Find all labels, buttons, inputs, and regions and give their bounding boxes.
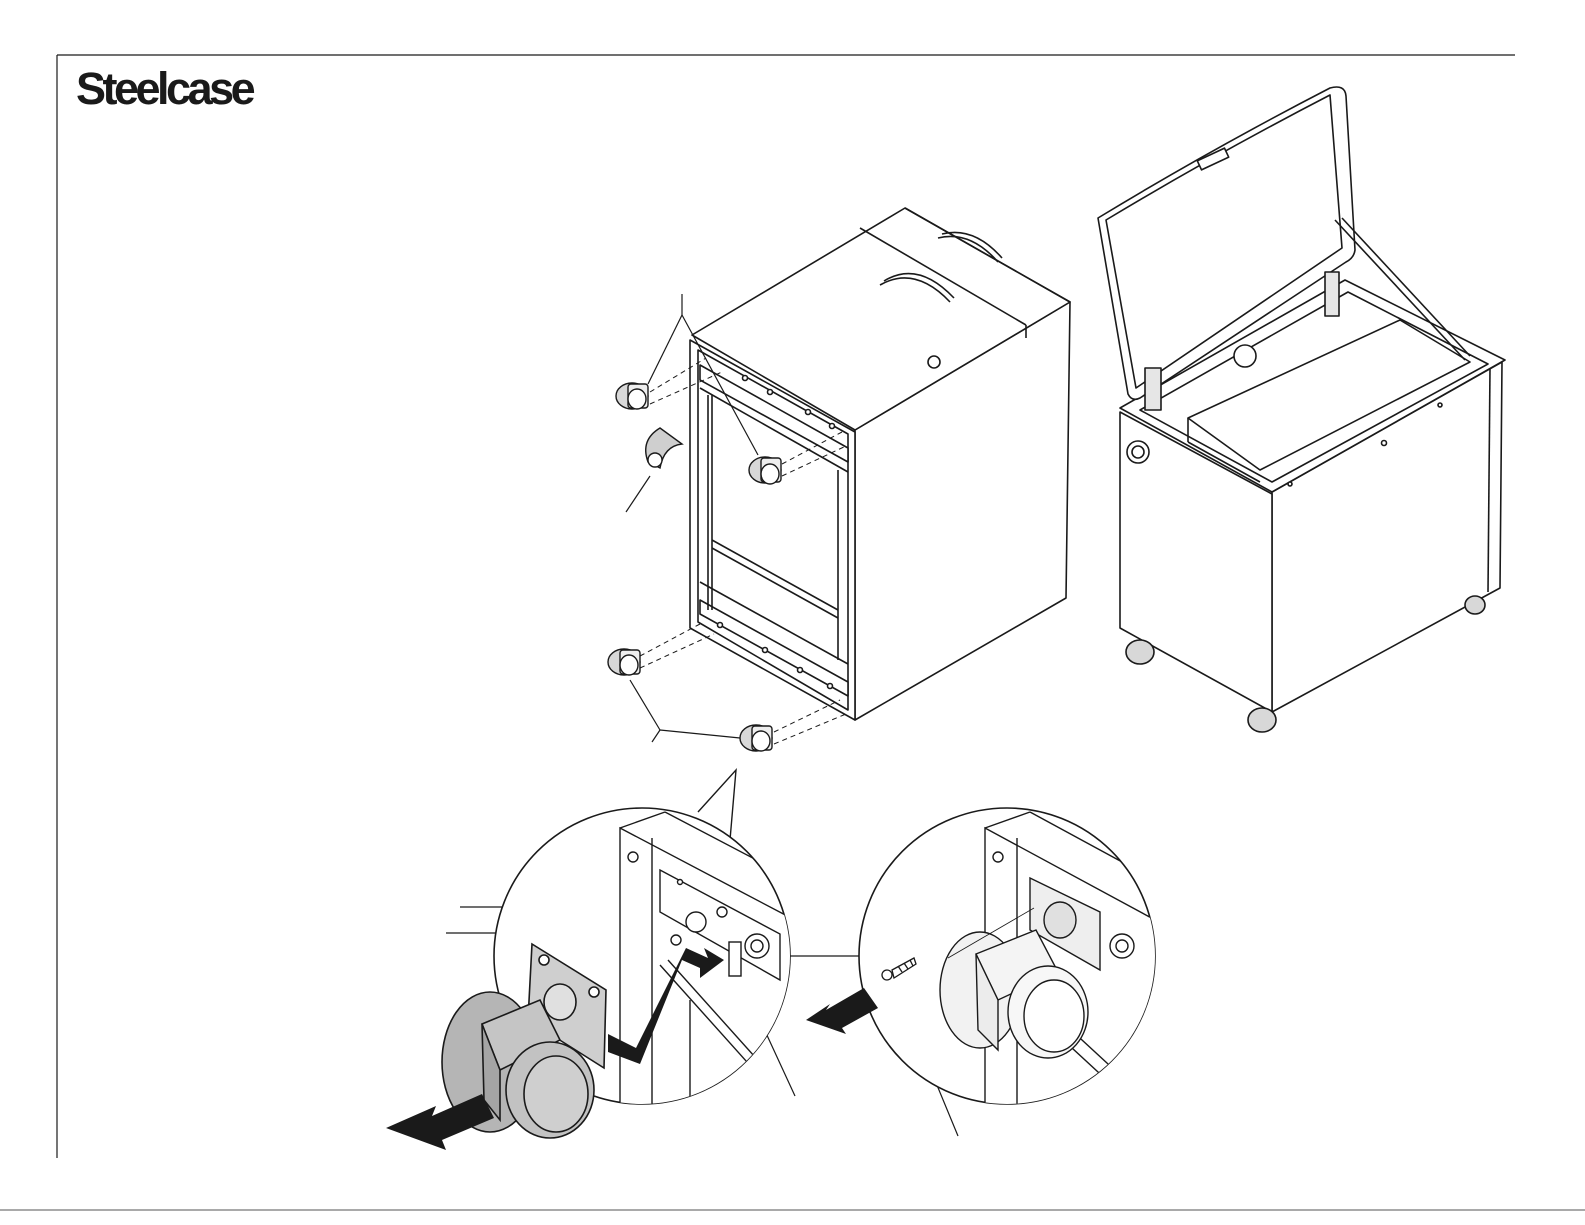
caster-top-left-icon [616, 383, 648, 409]
cabinet-bottom-view-icon [690, 208, 1070, 720]
caster-insert-detail-icon [386, 770, 860, 1150]
push-arrow-icon [386, 1094, 494, 1150]
cabinet-open-lid-icon [1098, 87, 1505, 732]
caster-screw-detail-icon [806, 808, 1170, 1120]
caster-top-middle-icon [749, 457, 781, 484]
glide-icon [646, 428, 682, 468]
push-arrow-icon [806, 988, 878, 1034]
caster-bottom-left-icon [608, 649, 640, 675]
caster-bottom-middle-icon [740, 725, 772, 751]
